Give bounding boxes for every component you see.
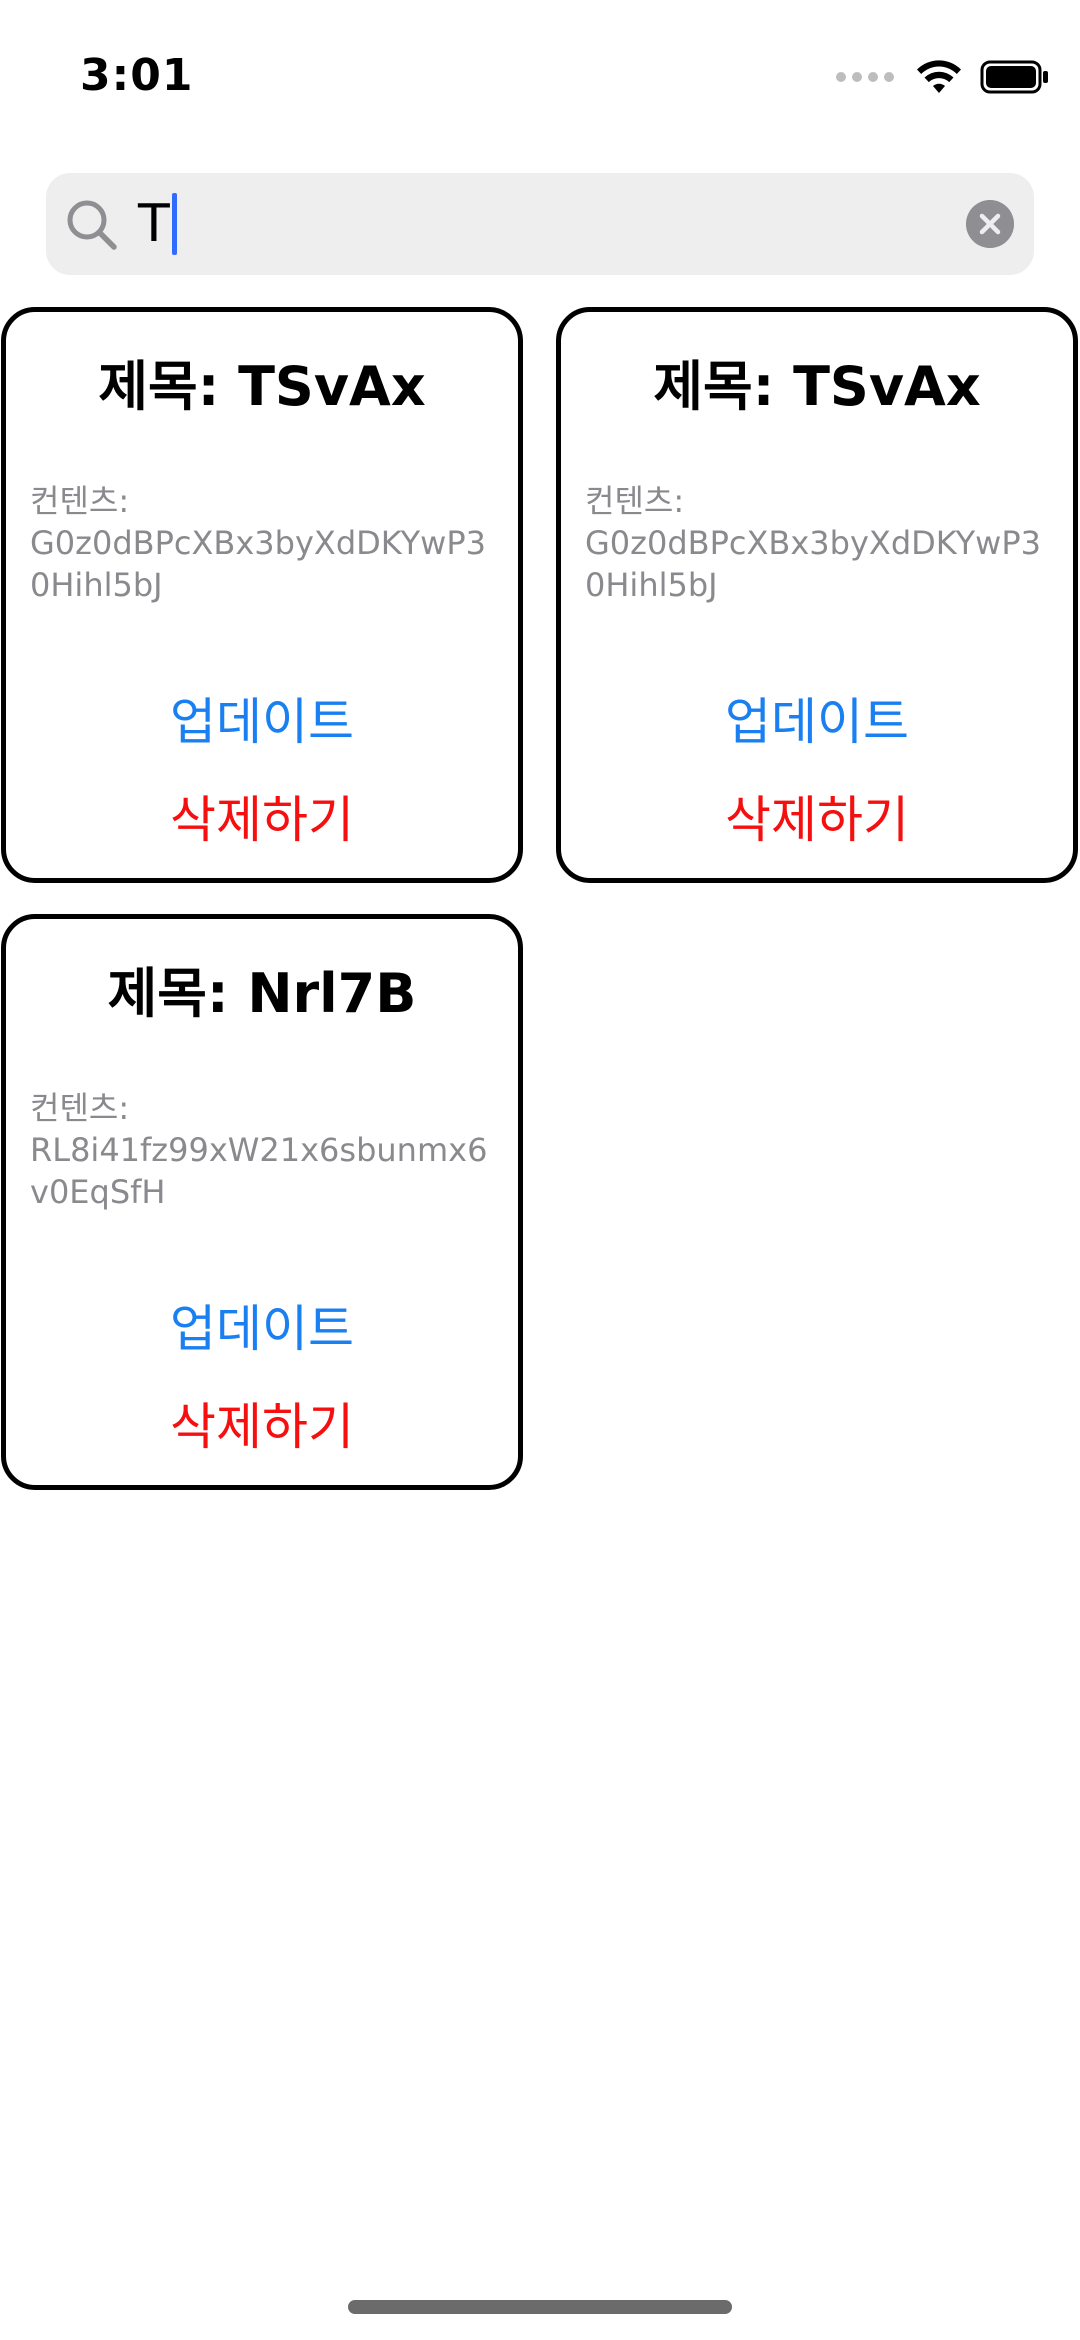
status-time: 3:01 xyxy=(80,50,194,101)
battery-icon xyxy=(980,60,1048,94)
clear-icon[interactable] xyxy=(966,200,1014,248)
home-indicator[interactable] xyxy=(348,2300,732,2314)
card-title: 제목: TSvAx xyxy=(98,355,426,418)
update-button[interactable]: 업데이트 xyxy=(725,693,909,751)
search-input[interactable]: T xyxy=(138,187,998,261)
status-icons xyxy=(836,60,1050,94)
card-content-text: G0z0dBPcXBx3byXdDKYwP30Hihl5bJ xyxy=(30,524,486,604)
search-input-value: T xyxy=(138,194,170,254)
card-content-label: 컨텐츠: xyxy=(30,482,130,520)
cellular-signal-icon xyxy=(836,72,894,82)
search-bar[interactable]: T xyxy=(46,173,1034,275)
memo-card: 제목: Nrl7B 컨텐츠: RL8i41fz99xW21x6sbunmx6v0… xyxy=(1,914,523,1490)
card-title: 제목: Nrl7B xyxy=(107,962,417,1025)
card-content-label: 컨텐츠: xyxy=(30,1089,130,1127)
card-content-text: G0z0dBPcXBx3byXdDKYwP30Hihl5bJ xyxy=(585,524,1041,604)
update-button[interactable]: 업데이트 xyxy=(170,1300,354,1358)
card-content-text: RL8i41fz99xW21x6sbunmx6v0EqSfH xyxy=(30,1131,488,1211)
card-title: 제목: TSvAx xyxy=(653,355,981,418)
text-caret xyxy=(171,193,177,255)
delete-button[interactable]: 삭제하기 xyxy=(170,1398,354,1456)
memo-card: 제목: TSvAx 컨텐츠: G0z0dBPcXBx3byXdDKYwP30Hi… xyxy=(556,307,1078,883)
delete-button[interactable]: 삭제하기 xyxy=(725,791,909,849)
search-icon xyxy=(67,200,117,250)
status-bar: 3:01 xyxy=(0,0,1080,150)
card-content-label: 컨텐츠: xyxy=(585,482,685,520)
wifi-icon xyxy=(917,60,961,93)
delete-button[interactable]: 삭제하기 xyxy=(170,791,354,849)
update-button[interactable]: 업데이트 xyxy=(170,693,354,751)
memo-card: 제목: TSvAx 컨텐츠: G0z0dBPcXBx3byXdDKYwP30Hi… xyxy=(1,307,523,883)
